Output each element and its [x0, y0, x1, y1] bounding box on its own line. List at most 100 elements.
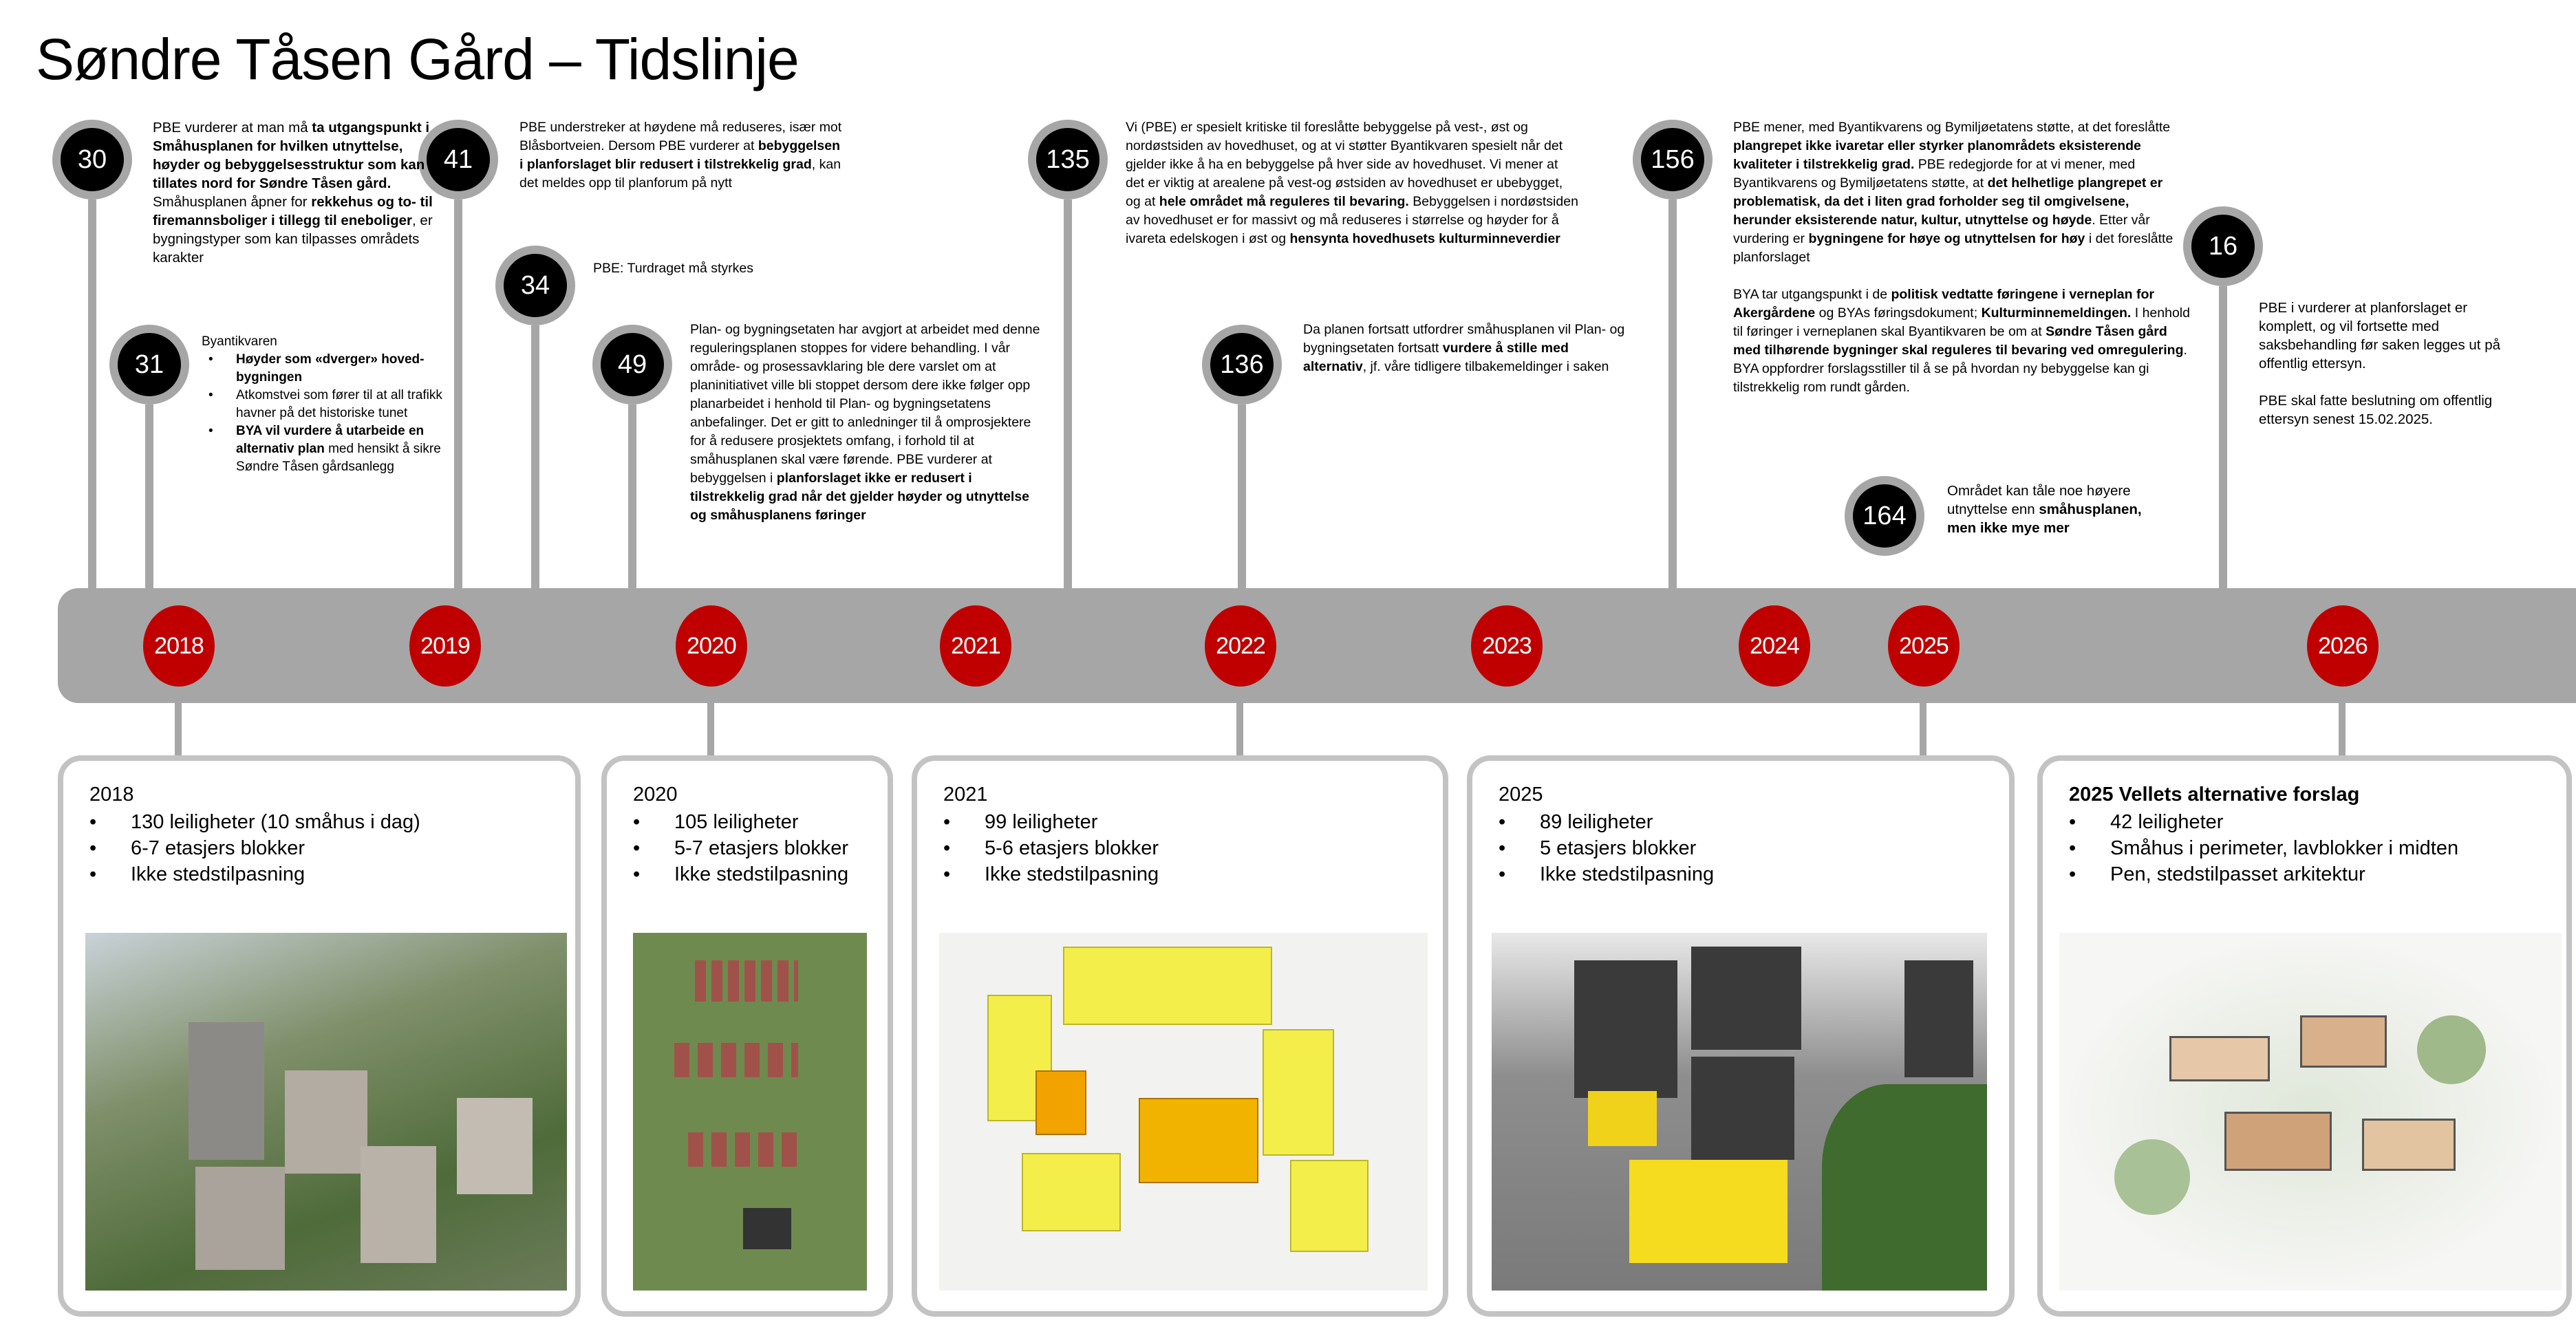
text-segment: Da planen fortsatt utfordrer småhusplane…: [1303, 322, 1625, 356]
card-bullet: Ikke stedstilpasning: [943, 861, 1159, 887]
connector-line: [531, 325, 539, 589]
building-shape: [2224, 1112, 2332, 1171]
bold-text-segment: hele området må reguleres til bevaring.: [1159, 194, 1409, 209]
event-text-135: Vi (PBE) er spesielt kritiske til foresl…: [1126, 118, 1580, 248]
card-title: 2020: [633, 784, 678, 806]
event-paragraph: PBE: Turdraget må styrkes: [593, 259, 868, 278]
text-segment: PBE mener, med Byantikvarens og Bymiljøe…: [1733, 120, 2171, 135]
year-marker-2020: 2020: [676, 605, 747, 687]
year-marker-2022: 2022: [1205, 605, 1276, 687]
text-segment: PBE understreker at høydene må reduseres…: [519, 120, 842, 153]
event-bullet: BYA vil vurdere å utarbeide en alternati…: [208, 422, 456, 476]
year-marker-2026: 2026: [2307, 605, 2379, 687]
event-marker: 136: [1202, 325, 1282, 404]
bold-text-segment: vurdere å stille med alternativ: [1303, 341, 1569, 374]
text-segment: BYA tar utgangspunkt i de: [1733, 287, 1891, 302]
event-paragraph: BYA tar utgangspunkt i de politisk vedta…: [1733, 285, 2191, 397]
card-bullet: 5-7 etasjers blokker: [633, 835, 848, 861]
card-bullet: Ikke stedstilpasning: [1499, 861, 1714, 887]
building-shape: [189, 1022, 264, 1160]
building-shape: [1574, 960, 1677, 1098]
bold-text-segment: planforslaget ikke er redusert i tilstre…: [690, 471, 1030, 523]
connector-line: [175, 702, 182, 758]
card-bullet: Ikke stedstilpasning: [633, 861, 848, 887]
text-segment: PBE skal fatte beslutning om offentlig e…: [2259, 393, 2493, 427]
proposal-card-2025: 2025 89 leiligheter5 etasjers blokkerIkk…: [1467, 755, 2015, 1317]
event-paragraph: PBE mener, med Byantikvarens og Bymiljøe…: [1733, 118, 2191, 267]
building-shape: [1588, 1091, 1657, 1146]
event-text-41: PBE understreker at høydene må reduseres…: [519, 118, 843, 193]
card-bullets: 89 leiligheter5 etasjers blokkerIkke ste…: [1499, 809, 1714, 887]
event-text-16: PBE i vurderer at planforslaget er kompl…: [2259, 299, 2520, 429]
text-segment: Området kan tåle noe høyere utnyttelse e…: [1947, 483, 2131, 517]
year-marker-2023: 2023: [1471, 605, 1543, 687]
building-shape: [1691, 1057, 1794, 1160]
building-shape: [674, 1043, 798, 1077]
event-paragraph: Byantikvaren: [202, 333, 456, 351]
connector-line: [454, 199, 462, 589]
card-bullet: 105 leiligheter: [633, 809, 848, 835]
text-segment: , jf. våre tidligere tilbakemeldinger i …: [1362, 359, 1609, 374]
rendering-image: [85, 933, 567, 1291]
event-text-136: Da planen fortsatt utfordrer småhusplane…: [1303, 321, 1627, 376]
bold-text-segment: plangrepet ikke ivaretar eller styrker p…: [1733, 138, 2141, 172]
building-shape: [1022, 1153, 1121, 1231]
text-segment: , kan det meldes opp til planforum på ny…: [519, 157, 841, 191]
building-shape: [1904, 960, 1973, 1077]
card-bullets: 42 leiligheterSmåhus i perimeter, lavblo…: [2069, 809, 2458, 887]
text-segment: . Etter vår vurdering er: [1733, 213, 2150, 246]
text-segment: PBE redegjorde for at vi mener, med Byan…: [1733, 157, 2136, 191]
card-bullet: 5-6 etasjers blokker: [943, 835, 1159, 861]
event-marker: 34: [495, 246, 575, 325]
event-paragraph: Området kan tåle noe høyere utnyttelse e…: [1947, 482, 2174, 537]
connector-line: [707, 702, 714, 758]
building-shape: [2300, 1015, 2387, 1068]
text-segment: PBE i vurderer at planforslaget er kompl…: [2259, 300, 2501, 371]
building-shape: [688, 1132, 798, 1167]
event-marker: 31: [109, 325, 189, 404]
event-text-164: Området kan tåle noe høyere utnyttelse e…: [1947, 482, 2174, 537]
card-bullets: 130 leiligheter (10 småhus i dag)6-7 eta…: [89, 809, 420, 887]
year-marker-2025: 2025: [1888, 605, 1960, 687]
event-marker: 16: [2183, 206, 2263, 286]
building-shape: [361, 1146, 436, 1263]
bold-text-segment: BYA vil vurdere å utarbeide en alternati…: [236, 424, 425, 456]
event-paragraph: PBE understreker at høydene må reduseres…: [519, 118, 843, 193]
tree-area: [2114, 1139, 2190, 1215]
event-marker: 164: [1845, 476, 1924, 556]
card-bullet: Pen, stedstilpasset arkitektur: [2069, 861, 2458, 887]
card-title: 2021: [943, 784, 988, 806]
connector-line: [2339, 702, 2346, 758]
text-segment: , er bygningstyper som kan tilpasses omr…: [153, 213, 433, 266]
text-segment: Vi (PBE) er spesielt kritiske til foresl…: [1126, 120, 1563, 209]
connector-line: [88, 199, 96, 589]
card-bullet: Småhus i perimeter, lavblokker i midten: [2069, 835, 2458, 861]
card-bullet: 42 leiligheter: [2069, 809, 2458, 835]
proposal-card-alternative: 2025 Vellets alternative forslag 42 leil…: [2037, 755, 2572, 1317]
text-segment: I henhold til føringer i verneplanen ska…: [1733, 305, 2190, 339]
proposal-card-2021: 2021 99 leiligheter5-6 etasjers blokkerI…: [912, 755, 1448, 1317]
connector-line: [1236, 702, 1243, 758]
text-segment: Bebyggelsen i nordøstsiden av hovedhuset…: [1126, 194, 1578, 246]
year-marker-2018: 2018: [143, 605, 215, 687]
massing-model-image: [1492, 933, 1987, 1291]
building-shape: [1063, 947, 1272, 1025]
event-text-31: ByantikvarenHøyder som «dverger» hoved-b…: [202, 333, 456, 476]
event-marker: 30: [52, 120, 132, 199]
card-bullet: Ikke stedstilpasning: [89, 861, 420, 887]
text-segment: . BYA oppfordrer forslagsstiller til å s…: [1733, 343, 2187, 395]
event-text-49: Plan- og bygningsetaten har avgjort at a…: [690, 321, 1044, 525]
card-title: 2018: [89, 784, 134, 806]
connector-line: [628, 404, 636, 589]
card-bullet: 6-7 etasjers blokker: [89, 835, 420, 861]
massing-model-image: [939, 933, 1428, 1291]
building-shape: [1263, 1029, 1334, 1156]
event-paragraph: Plan- og bygningsetaten har avgjort at a…: [690, 321, 1044, 525]
text-segment: Atkomstvei som fører til at all trafikk …: [236, 388, 442, 420]
text-segment: PBE vurderer at man må: [153, 120, 312, 136]
tree-area: [2417, 1015, 2486, 1084]
building-shape: [695, 960, 798, 1002]
year-marker-2024: 2024: [1739, 605, 1810, 687]
card-bullets: 99 leiligheter5-6 etasjers blokkerIkke s…: [943, 809, 1159, 887]
page-title: Søndre Tåsen Gård – Tidslinje: [36, 27, 799, 91]
